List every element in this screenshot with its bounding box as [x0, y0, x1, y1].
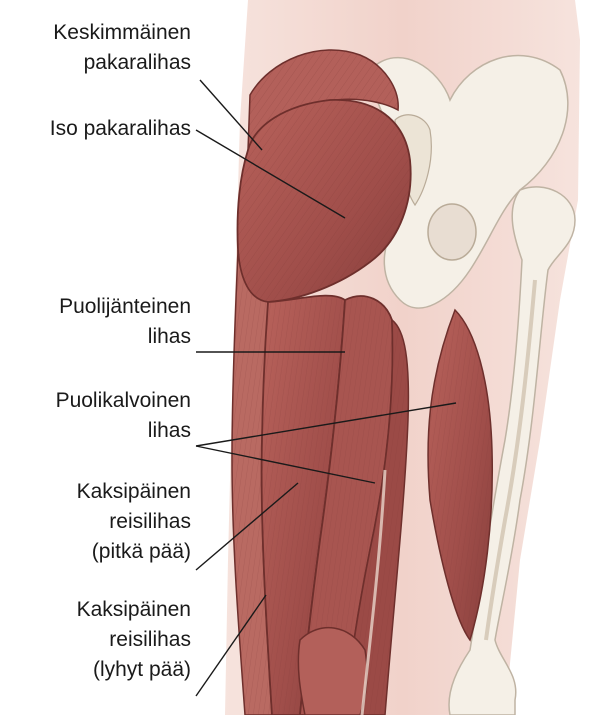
label-line: reisilihas: [77, 507, 191, 537]
label-line: lihas: [56, 416, 191, 446]
label-keskimmainen-pakaralihas: Keskimmäinen pakaralihas: [53, 18, 191, 78]
label-iso-pakaralihas: Iso pakaralihas: [50, 114, 191, 144]
label-kaksipainen-reisilihas-lyhyt-paa: Kaksipäinen reisilihas (lyhyt pää): [77, 595, 191, 685]
label-kaksipainen-reisilihas-pitka-paa: Kaksipäinen reisilihas (pitkä pää): [77, 477, 191, 567]
label-puolikalvoinen-lihas: Puolikalvoinen lihas: [56, 386, 191, 446]
calf-muscle: [298, 628, 367, 715]
label-line: Iso pakaralihas: [50, 114, 191, 144]
label-line: lihas: [59, 322, 191, 352]
label-line: (lyhyt pää): [77, 655, 191, 685]
label-line: pakaralihas: [53, 48, 191, 78]
label-line: Kaksipäinen: [77, 595, 191, 625]
label-line: (pitkä pää): [77, 537, 191, 567]
label-line: Puolijänteinen: [59, 292, 191, 322]
label-line: Puolikalvoinen: [56, 386, 191, 416]
obturator-foramen: [428, 204, 476, 260]
label-puolijanteinen-lihas: Puolijänteinen lihas: [59, 292, 191, 352]
label-line: reisilihas: [77, 625, 191, 655]
label-line: Kaksipäinen: [77, 477, 191, 507]
label-line: Keskimmäinen: [53, 18, 191, 48]
